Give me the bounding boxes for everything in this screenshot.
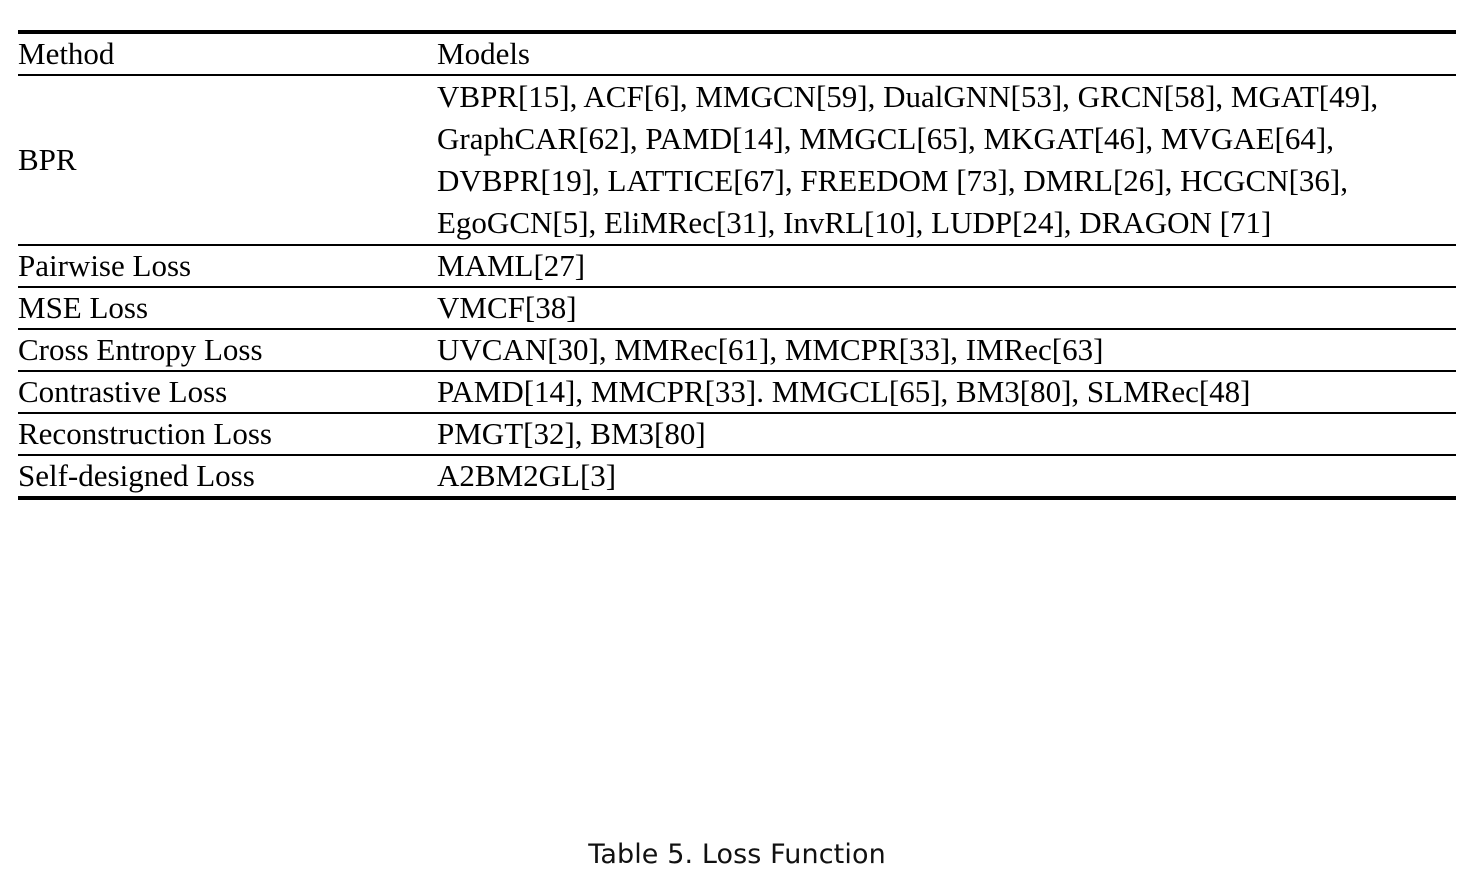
row-separator-rule	[18, 370, 1456, 372]
row-models-mse-loss: VMCF[38]	[437, 290, 577, 325]
table-row: BPR VBPR[15], ACF[6], MMGCN[59], DualGNN…	[18, 76, 1456, 244]
table-row: Contrastive Loss PAMD[14], MMCPR[33]. MM…	[18, 372, 1456, 412]
row-separator-rule	[18, 244, 1456, 246]
rule-thin-1	[18, 244, 1456, 246]
row-separator-rule	[18, 412, 1456, 414]
table-bottom-rule	[18, 496, 1456, 500]
row-separator-rule	[18, 454, 1456, 456]
table-caption: Table 5. Loss Function	[588, 839, 886, 870]
column-header-method: Method	[18, 36, 115, 71]
row-models-cross-entropy-loss: UVCAN[30], MMRec[61], MMCPR[33], IMRec[6…	[437, 332, 1104, 367]
row-method-cross-entropy-loss: Cross Entropy Loss	[18, 332, 263, 367]
rule-thin-3	[18, 328, 1456, 330]
row-method-contrastive-loss: Contrastive Loss	[18, 374, 228, 409]
table-header-row: Method Models	[18, 34, 1456, 74]
rule-thin-4	[18, 370, 1456, 372]
row-method-pairwise-loss: Pairwise Loss	[18, 248, 192, 283]
rule-thin-2	[18, 286, 1456, 288]
table-row: Reconstruction Loss PMGT[32], BM3[80]	[18, 414, 1456, 454]
rule-thin-6	[18, 454, 1456, 456]
rule-thin-5	[18, 412, 1456, 414]
table-top-rule	[18, 30, 1456, 34]
header-separator-rule	[18, 74, 1456, 76]
row-models-pairwise-loss: MAML[27]	[437, 248, 586, 283]
row-models-reconstruction-loss: PMGT[32], BM3[80]	[437, 416, 706, 451]
row-method-bpr: BPR	[18, 142, 77, 177]
table-row: Self-designed Loss A2BM2GL[3]	[18, 456, 1456, 496]
row-separator-rule	[18, 328, 1456, 330]
table-container: Method Models BPR VBPR[15], ACF[6], MMGC…	[18, 30, 1456, 500]
table-row: MSE Loss VMCF[38]	[18, 288, 1456, 328]
row-models-bpr: VBPR[15], ACF[6], MMGCN[59], DualGNN[53]…	[437, 79, 1379, 240]
loss-function-table: Method Models BPR VBPR[15], ACF[6], MMGC…	[18, 30, 1456, 500]
row-method-mse-loss: MSE Loss	[18, 290, 149, 325]
row-method-self-designed-loss: Self-designed Loss	[18, 458, 255, 493]
rule-thick-top	[18, 30, 1456, 34]
rule-thick-bottom	[18, 496, 1456, 500]
table-row: Pairwise Loss MAML[27]	[18, 246, 1456, 286]
row-separator-rule	[18, 286, 1456, 288]
column-header-models: Models	[437, 36, 530, 71]
row-models-contrastive-loss: PAMD[14], MMCPR[33]. MMGCL[65], BM3[80],…	[437, 374, 1251, 409]
row-models-self-designed-loss: A2BM2GL[3]	[437, 458, 617, 493]
table-row: Cross Entropy Loss UVCAN[30], MMRec[61],…	[18, 330, 1456, 370]
row-method-reconstruction-loss: Reconstruction Loss	[18, 416, 272, 451]
rule-thin-header	[18, 74, 1456, 76]
